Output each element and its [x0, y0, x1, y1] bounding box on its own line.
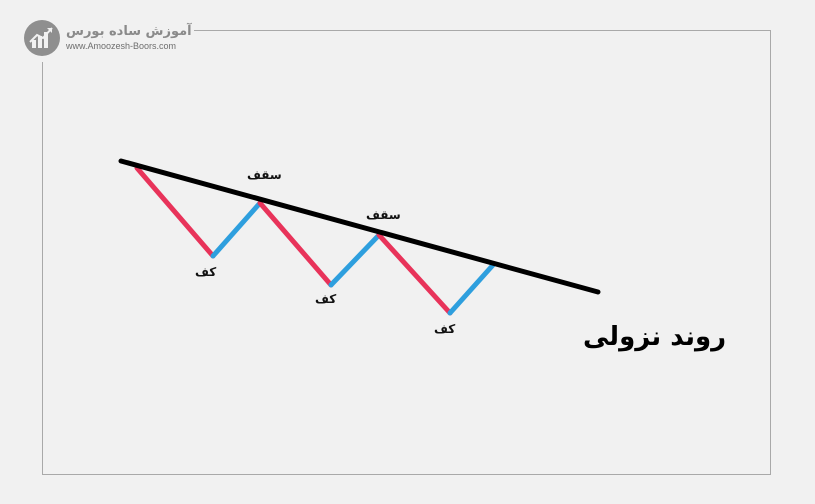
- roof-label-1: سقف: [247, 168, 282, 182]
- chart-icon: [24, 20, 60, 56]
- trend-line: [118, 158, 601, 295]
- down-leg-3: [376, 232, 453, 316]
- floor-label-2: کف: [315, 292, 337, 306]
- down-leg-2: [257, 200, 334, 288]
- floor-label-3: کف: [434, 322, 456, 336]
- up-leg-3: [447, 262, 496, 316]
- brand-logo: آموزش ساده بورس www.Amoozesh-Boors.com: [14, 14, 194, 62]
- brand-url: www.Amoozesh-Boors.com: [66, 41, 177, 51]
- diagram-frame: [42, 30, 771, 475]
- down-leg-1: [134, 165, 216, 259]
- brand-name: آموزش ساده بورس: [66, 24, 192, 39]
- floor-label-1: کف: [195, 265, 217, 279]
- roof-label-2: سقف: [366, 208, 401, 222]
- up-leg-2: [328, 232, 382, 288]
- up-leg-1: [210, 200, 263, 259]
- diagram-title: روند نزولی: [583, 322, 727, 352]
